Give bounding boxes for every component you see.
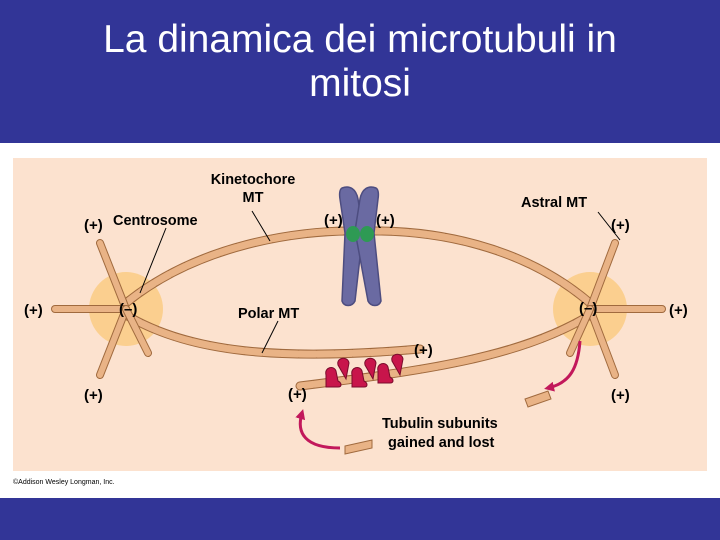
sign-plus-right-bottom: (+) bbox=[611, 387, 630, 404]
footer-band bbox=[0, 498, 720, 540]
title-bar: La dinamica dei microtubuli in mitosi bbox=[0, 0, 720, 143]
sign-minus-right: (–) bbox=[579, 300, 597, 317]
arrow-lost bbox=[544, 340, 582, 392]
polar-mt-left bbox=[122, 311, 424, 358]
label-leaders bbox=[139, 210, 621, 354]
astral-mts-left bbox=[51, 239, 152, 379]
mitosis-diagram: Kinetochore MT Centrosome Astral MT Pola… bbox=[0, 143, 720, 498]
label-tubulin-2: gained and lost bbox=[388, 435, 495, 451]
copyright-notice: ©Addison Wesley Longman, Inc. bbox=[13, 478, 115, 486]
tubulin-subunits bbox=[325, 353, 404, 388]
sign-plus-kinetochore-left: (+) bbox=[324, 212, 343, 229]
sign-plus-left-bottom: (+) bbox=[84, 387, 103, 404]
slide-title: La dinamica dei microtubuli in mitosi bbox=[0, 18, 720, 106]
kinetochore-left bbox=[346, 226, 360, 242]
sign-plus-polar-left: (+) bbox=[288, 386, 307, 403]
kinetochore-mt-right bbox=[371, 227, 594, 307]
label-kinetochore-mt-1: Kinetochore bbox=[211, 172, 296, 188]
label-centrosome: Centrosome bbox=[113, 213, 198, 229]
kinetochore-right bbox=[360, 226, 374, 242]
slide-title-line-2: mitosi bbox=[309, 62, 411, 105]
free-tubulin-fragment-right bbox=[524, 390, 552, 408]
label-astral-mt: Astral MT bbox=[521, 195, 587, 211]
kinetochore-mt-left bbox=[122, 227, 354, 307]
label-polar-mt: Polar MT bbox=[238, 306, 299, 322]
slide-title-line-1: La dinamica dei microtubuli in bbox=[103, 18, 617, 61]
astral-mts-right bbox=[566, 239, 666, 379]
sign-plus-right-mid: (+) bbox=[669, 302, 688, 319]
sign-plus-kinetochore-right: (+) bbox=[376, 212, 395, 229]
sign-plus-left-top: (+) bbox=[84, 217, 103, 234]
polar-mt-right bbox=[296, 311, 594, 390]
label-tubulin-1: Tubulin subunits bbox=[382, 416, 498, 432]
sign-plus-right-top: (+) bbox=[611, 217, 630, 234]
sign-plus-left-mid: (+) bbox=[24, 302, 43, 319]
free-tubulin-fragment bbox=[344, 439, 373, 455]
label-kinetochore-mt-2: MT bbox=[243, 190, 264, 206]
sign-minus-left: (–) bbox=[119, 301, 137, 318]
sign-plus-polar-right: (+) bbox=[414, 342, 433, 359]
mitosis-diagram-svg: Kinetochore MT Centrosome Astral MT Pola… bbox=[13, 158, 707, 486]
chromosome bbox=[338, 186, 382, 307]
arrow-gained bbox=[295, 409, 341, 450]
